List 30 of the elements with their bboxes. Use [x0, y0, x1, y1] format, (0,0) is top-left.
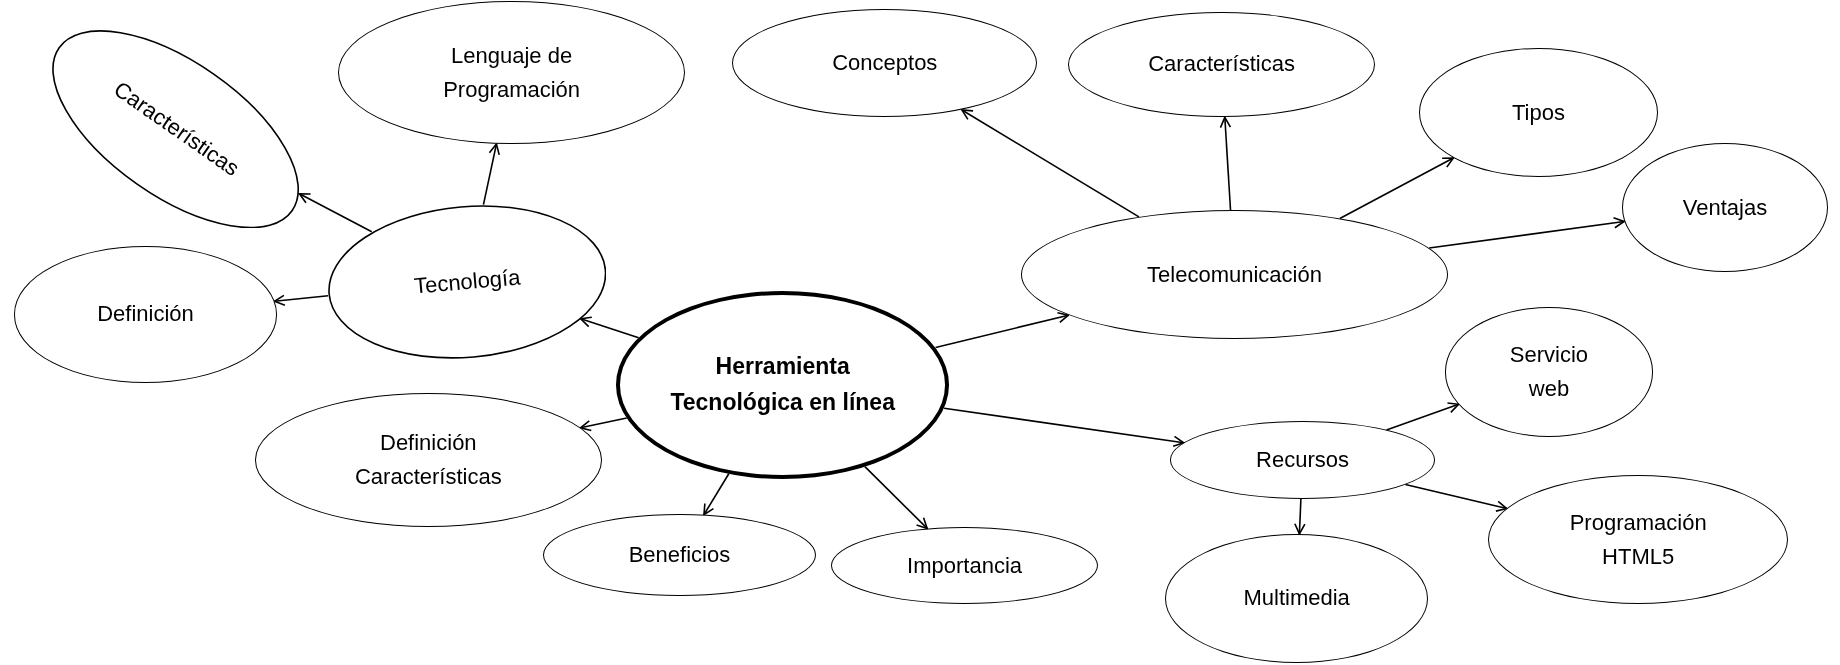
topic-label: Definición [97, 300, 194, 329]
topic-label: Importancia [907, 551, 1023, 580]
topic-label: Multimedia [1243, 584, 1350, 613]
topic-label: Lenguaje de Programación [442, 41, 582, 104]
topic-label: Tipos [1511, 98, 1565, 127]
topic-ellipse [52, 29, 300, 229]
arrow [961, 109, 1140, 218]
topic-label: Telecomunicación [1147, 260, 1322, 289]
topic-label: Ventajas [1682, 193, 1768, 222]
topic-label: Tecnología [412, 263, 522, 301]
topic-ellipse [327, 204, 607, 359]
arrow [579, 316, 640, 339]
topic-label: Características [1148, 50, 1295, 79]
topic-label: Programación HTML5 [1568, 508, 1708, 571]
topic-label: Recursos [1256, 445, 1349, 474]
topic-label: Beneficios [628, 541, 731, 569]
arrow [1404, 483, 1508, 512]
arrow [482, 143, 500, 206]
topic-label: Servicio web [1508, 340, 1590, 403]
arrow [934, 311, 1070, 349]
arrow [1219, 116, 1232, 211]
topic-label: Conceptos [832, 49, 938, 78]
arrow [1385, 402, 1460, 431]
arrow [1294, 497, 1306, 535]
arrow [298, 192, 373, 233]
topic-label: Definición Características [353, 428, 503, 491]
arrow [1339, 157, 1455, 220]
topic-label: Herramienta Tecnológica en línea [669, 352, 897, 417]
arrow [273, 294, 329, 307]
arrow [1428, 217, 1625, 249]
